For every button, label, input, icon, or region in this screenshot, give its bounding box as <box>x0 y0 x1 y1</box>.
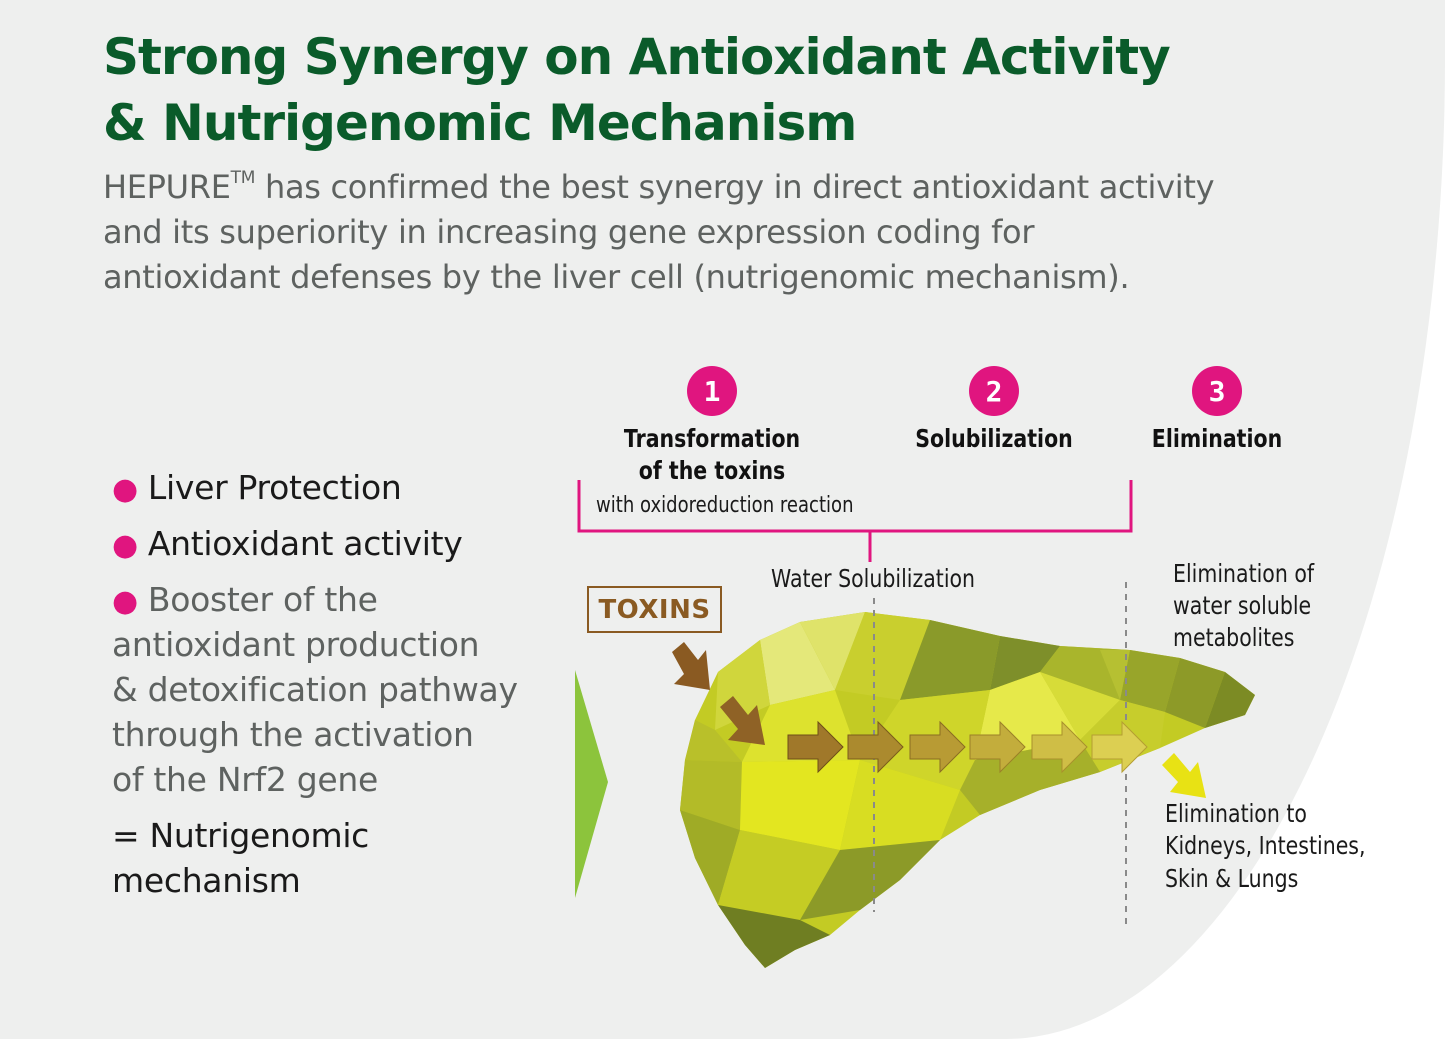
step-1-subtitle: of the toxins <box>638 456 786 485</box>
benefit-label: Liver Protection <box>147 468 402 507</box>
bullet-dot-icon: ● <box>112 528 138 563</box>
step-2-number: 2 <box>969 366 1019 416</box>
intro-line-1: HEPURETM has confirmed the best synergy … <box>103 168 1215 206</box>
elimination-of-line-3: metabolites <box>1173 623 1295 652</box>
step-1-number: 1 <box>687 366 737 416</box>
elimination-to-line-1: Elimination to <box>1165 799 1307 828</box>
liver-illustration <box>680 612 1255 968</box>
process-bracket <box>577 480 1133 562</box>
benefit-booster-line-5: of the Nrf2 gene <box>112 760 378 799</box>
elimination-arrow-icon <box>1162 753 1206 798</box>
toxin-entry-arrow-icon <box>720 696 765 745</box>
elimination-to-line-2: Kidneys, Intestines, <box>1165 831 1366 860</box>
benefit-booster-line-3: & detoxification pathway <box>112 670 518 709</box>
page-title-line-2: & Nutrigenomic Mechanism <box>103 94 857 152</box>
process-arrow-icon <box>1091 720 1148 774</box>
process-arrow-icon <box>1031 720 1088 774</box>
process-arrow-icon <box>847 720 904 774</box>
intro-line-3: antioxidant defenses by the liver cell (… <box>103 258 1130 296</box>
benefit-label: Booster of the <box>147 580 378 619</box>
process-arrow-icon <box>969 720 1026 774</box>
benefit-label: Antioxidant activity <box>147 524 463 563</box>
benefit-booster-line-1: ● Booster of the <box>112 580 378 619</box>
step-2-title: Solubilization <box>915 424 1073 453</box>
step-3-title: Elimination <box>1151 424 1283 453</box>
step-1-sublabel: with oxidoreduction reaction <box>596 493 854 518</box>
water-solubilization-label: Water Solubilization <box>771 564 976 593</box>
elimination-of-line-2: water soluble <box>1173 591 1312 620</box>
brand-name: HEPURE <box>103 168 231 206</box>
elimination-to-line-3: Skin & Lungs <box>1165 864 1299 893</box>
result-line-1: = Nutrigenomic <box>112 816 370 855</box>
bullet-dot-icon: ● <box>112 584 138 619</box>
toxins-label: TOXINS <box>587 586 722 633</box>
benefit-antioxidant-activity: ● Antioxidant activity <box>112 524 463 563</box>
elimination-of-line-1: Elimination of <box>1173 559 1315 588</box>
result-line-2: mechanism <box>112 861 301 900</box>
toxin-entry-arrow-icon <box>672 642 710 690</box>
process-arrow-icon <box>787 720 844 774</box>
bullet-dot-icon: ● <box>112 472 138 507</box>
intro-line-2: and its superiority in increasing gene e… <box>103 213 1035 251</box>
step-3-number: 3 <box>1192 366 1242 416</box>
trademark: TM <box>230 168 256 188</box>
intro-line-1-rest: has confirmed the best synergy in direct… <box>255 168 1215 206</box>
benefit-booster-line-2: antioxidant production <box>112 625 480 664</box>
benefit-liver-protection: ● Liver Protection <box>112 468 402 507</box>
pointer-triangle-icon <box>575 670 608 898</box>
process-arrow-icon <box>909 720 966 774</box>
step-1-title: Transformation <box>623 424 801 453</box>
page-title-line-1: Strong Synergy on Antioxidant Activity <box>103 28 1171 86</box>
benefit-booster-line-4: through the activation <box>112 715 474 754</box>
